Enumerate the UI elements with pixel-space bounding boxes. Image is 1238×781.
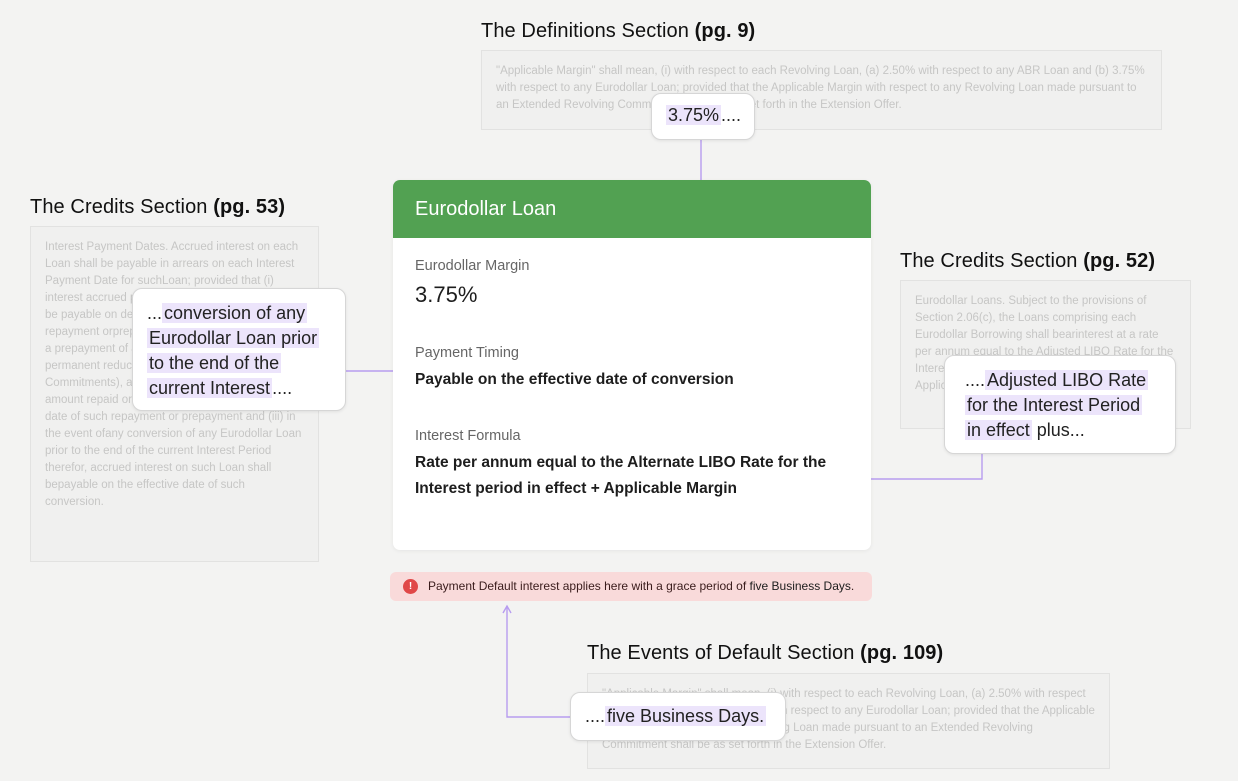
credits53-bubble-line: to the end of the [147, 353, 282, 373]
definitions-title-page: (pg. 9) [694, 20, 756, 42]
credits53-title-page: (pg. 53) [213, 196, 286, 218]
alert-text: Payment Default interest applies here wi… [428, 579, 750, 593]
formula-value-line1: Rate per annum equal to the Alternate LI… [415, 454, 827, 471]
credits53-title-main: The Credits Section [30, 196, 214, 218]
timing-value: Payable on the effective date of convers… [415, 371, 734, 388]
events-default-bubble: ....five Business Days. [570, 692, 786, 741]
credits53-bubble-prefix: ... [147, 303, 163, 323]
alert-icon: ! [403, 579, 418, 594]
credits52-bubble-suffix: plus... [1031, 420, 1085, 440]
credits52-bubble-prefix: .... [965, 370, 986, 390]
alert-emphasis: five Business Days [749, 579, 851, 593]
margin-label: Eurodollar Margin [415, 258, 530, 274]
credits53-bubble-line: Eurodollar Loan prior [147, 328, 320, 348]
credits53-bubble-line: current Interest [147, 378, 273, 398]
alert-suffix: . [850, 579, 855, 593]
credits53-section-title: The Credits Section (pg. 53) [30, 196, 285, 219]
events-default-section-title: The Events of Default Section (pg. 109) [587, 642, 943, 665]
definitions-bubble-suffix: .... [721, 105, 742, 125]
margin-value: 3.75% [415, 282, 478, 307]
eurodollar-loan-card: Eurodollar Loan Eurodollar Margin 3.75% … [393, 180, 871, 550]
card-title: Eurodollar Loan [393, 180, 871, 238]
events-default-bubble-prefix: .... [585, 706, 606, 726]
connector-default-to-alert [502, 604, 571, 718]
credits52-bubble-line: in effect [965, 420, 1032, 440]
credits53-bubble-suffix: .... [272, 378, 293, 398]
credits53-bubble: ...conversion of any Eurodollar Loan pri… [132, 288, 346, 411]
definitions-section-title: The Definitions Section (pg. 9) [481, 20, 755, 43]
events-default-title-page: (pg. 109) [860, 642, 944, 664]
events-default-excerpt: "Applicable Margin" shall mean, (i) with… [587, 673, 1110, 769]
credits52-bubble-line: Adjusted LIBO Rate [985, 370, 1149, 390]
formula-label: Interest Formula [415, 428, 521, 444]
credits52-title-main: The Credits Section [900, 250, 1084, 272]
formula-value-line2: Interest period in effect + Applicable M… [415, 480, 737, 497]
definitions-excerpt: "Applicable Margin" shall mean, (i) with… [481, 50, 1162, 130]
credits52-bubble-line: for the Interest Period [965, 395, 1143, 415]
credits52-bubble: ....Adjusted LIBO Rate for the Interest … [944, 355, 1176, 454]
definitions-bubble-highlight: 3.75% [666, 105, 722, 125]
timing-label: Payment Timing [415, 345, 519, 361]
events-default-bubble-highlight: five Business Days. [605, 706, 767, 726]
events-default-title-main: The Events of Default Section [587, 642, 861, 664]
credits52-section-title: The Credits Section (pg. 52) [900, 250, 1155, 273]
credits52-title-page: (pg. 52) [1083, 250, 1156, 272]
payment-default-alert: ! Payment Default interest applies here … [390, 572, 872, 601]
credits53-bubble-line: conversion of any [162, 303, 308, 323]
definitions-title-main: The Definitions Section [481, 20, 695, 42]
definitions-bubble: 3.75%.... [651, 93, 755, 140]
